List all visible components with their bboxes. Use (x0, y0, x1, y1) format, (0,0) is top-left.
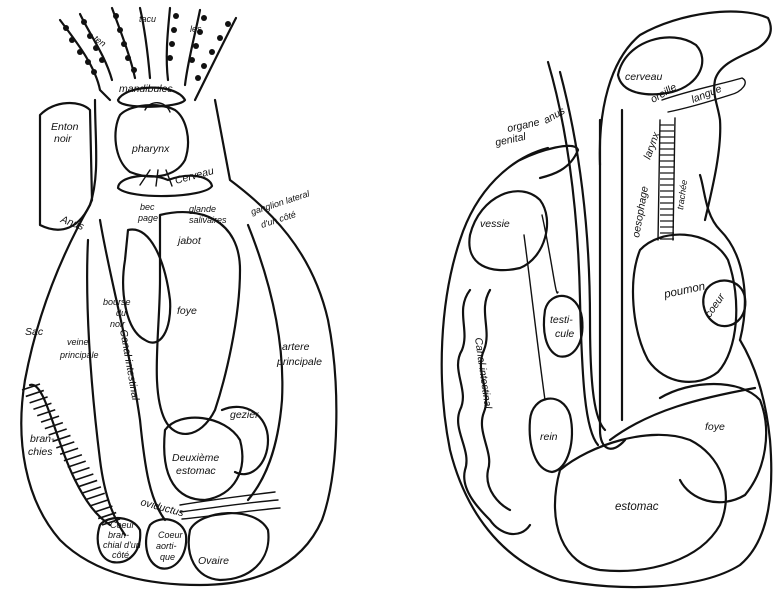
sucker-dot (81, 19, 87, 25)
label-coeur-aortique-2: aorti- (156, 541, 177, 551)
label-vessie: vessie (480, 218, 510, 230)
label-veine-1: veine (67, 337, 89, 347)
sucker-dot (131, 67, 137, 73)
label-artere-2: principale (276, 356, 322, 368)
gill-filament (91, 500, 109, 506)
sucker-dot (173, 13, 179, 19)
label-canal-intestinal: Canal intestinal (117, 328, 141, 401)
label-canal-intestinal-right: Canal intestinal (472, 337, 494, 410)
label-gezier: gezier (230, 409, 259, 421)
sucker-dot (225, 21, 231, 27)
label-branchies-2: chies (28, 446, 53, 458)
label-entonnoir-2: noir (54, 133, 72, 145)
sucker-dot (85, 59, 91, 65)
gill-filament (75, 474, 93, 480)
sucker-dot (87, 33, 93, 39)
label-coeur-aortique-3: que (160, 552, 175, 562)
testicule-outline (544, 296, 583, 357)
cephalopod-figure (21, 8, 336, 585)
foye-outline (660, 384, 766, 502)
label-foye: foye (177, 305, 197, 317)
label-estomac: estomac (615, 501, 659, 513)
label-glandes-2: salivaires (189, 215, 227, 225)
gill-filament (79, 480, 97, 486)
label-oesophage: oesophage (630, 185, 651, 238)
sucker-dot (209, 49, 215, 55)
vessie-outline (469, 191, 547, 270)
genital-organ-outline (520, 146, 578, 178)
liver-outline (123, 230, 170, 343)
gill-filament (72, 468, 90, 474)
label-mandibules: mandibules (119, 83, 173, 95)
sucker-dot (69, 37, 75, 43)
label-jabot: jabot (176, 235, 202, 247)
gill-filament (37, 410, 55, 416)
label-bec-2: page (137, 213, 158, 223)
label-cerveau-right: cerveau (625, 71, 663, 83)
label-coeur-aortique-1: Coeur (158, 530, 184, 540)
label-ovaire: Ovaire (198, 555, 229, 567)
sucker-dot (125, 55, 131, 61)
poumon-outline (633, 235, 736, 382)
label-coeur-right: coeur (703, 291, 728, 320)
sucker-dot (189, 57, 195, 63)
label-trachee: trachée (675, 179, 689, 210)
oviduct-lines (180, 492, 280, 519)
label-entonnoir-1: Enton (51, 121, 79, 133)
label-foye-right: foye (705, 421, 725, 433)
pharynx-outline (115, 105, 188, 176)
gill-filament (52, 435, 70, 441)
sucker-dot (217, 35, 223, 41)
label-anus-right: anus (542, 104, 568, 126)
gill-filament (94, 506, 112, 512)
sucker-dot (169, 41, 175, 47)
label-branchies-1: bran- (30, 433, 55, 445)
vein-outline (87, 240, 125, 535)
label-coeur-branchial-4: côté (112, 550, 129, 560)
trachea-rings (660, 125, 674, 239)
label-tentacules-2: tacu (139, 14, 156, 24)
label-bourse-3: noir (110, 319, 126, 329)
sucker-dot (195, 75, 201, 81)
label-bec-1: bec (140, 202, 155, 212)
label-organe-2: genital (494, 131, 527, 149)
sucker-dot (113, 13, 119, 19)
label-coeur-branchial-3: chial d'un (103, 540, 141, 550)
label-glandes-1: glande (189, 204, 216, 214)
sucker-dot (201, 63, 207, 69)
sucker-dot (201, 15, 207, 21)
label-testicule-1: testi- (550, 314, 573, 326)
label-artere-1: artere (282, 341, 310, 353)
sucker-dot (121, 41, 127, 47)
sucker-dot (63, 25, 69, 31)
label-bourse-2: du (116, 308, 126, 318)
label-tentacules-3: les (190, 24, 202, 34)
label-deuxieme-2: estomac (176, 465, 216, 477)
label-veine-2: principale (59, 350, 99, 360)
label-bourse-1: bourse (103, 297, 131, 307)
sucker-dot (167, 55, 173, 61)
gill-filament (87, 493, 105, 499)
label-coeur-branchial-1: Coeur (110, 520, 136, 530)
sucker-dot (91, 69, 97, 75)
label-testicule-2: cule (555, 328, 574, 340)
label-poumon: poumon (662, 281, 706, 302)
label-deuxieme-1: Deuxième (172, 452, 219, 464)
label-sac: Sac (25, 326, 44, 338)
sucker-dot (171, 27, 177, 33)
sucker-dot (99, 57, 105, 63)
label-rein: rein (540, 431, 558, 443)
gill-filament (68, 461, 86, 467)
label-oreille: oreille (649, 81, 679, 105)
sucker-dot (117, 27, 123, 33)
label-pharynx: pharynx (131, 143, 170, 155)
sucker-dot (77, 49, 83, 55)
ovary-outline (189, 513, 269, 580)
sucker-dot (193, 43, 199, 49)
gill-filament (83, 487, 101, 493)
label-coeur-branchial-2: bran- (108, 530, 129, 540)
